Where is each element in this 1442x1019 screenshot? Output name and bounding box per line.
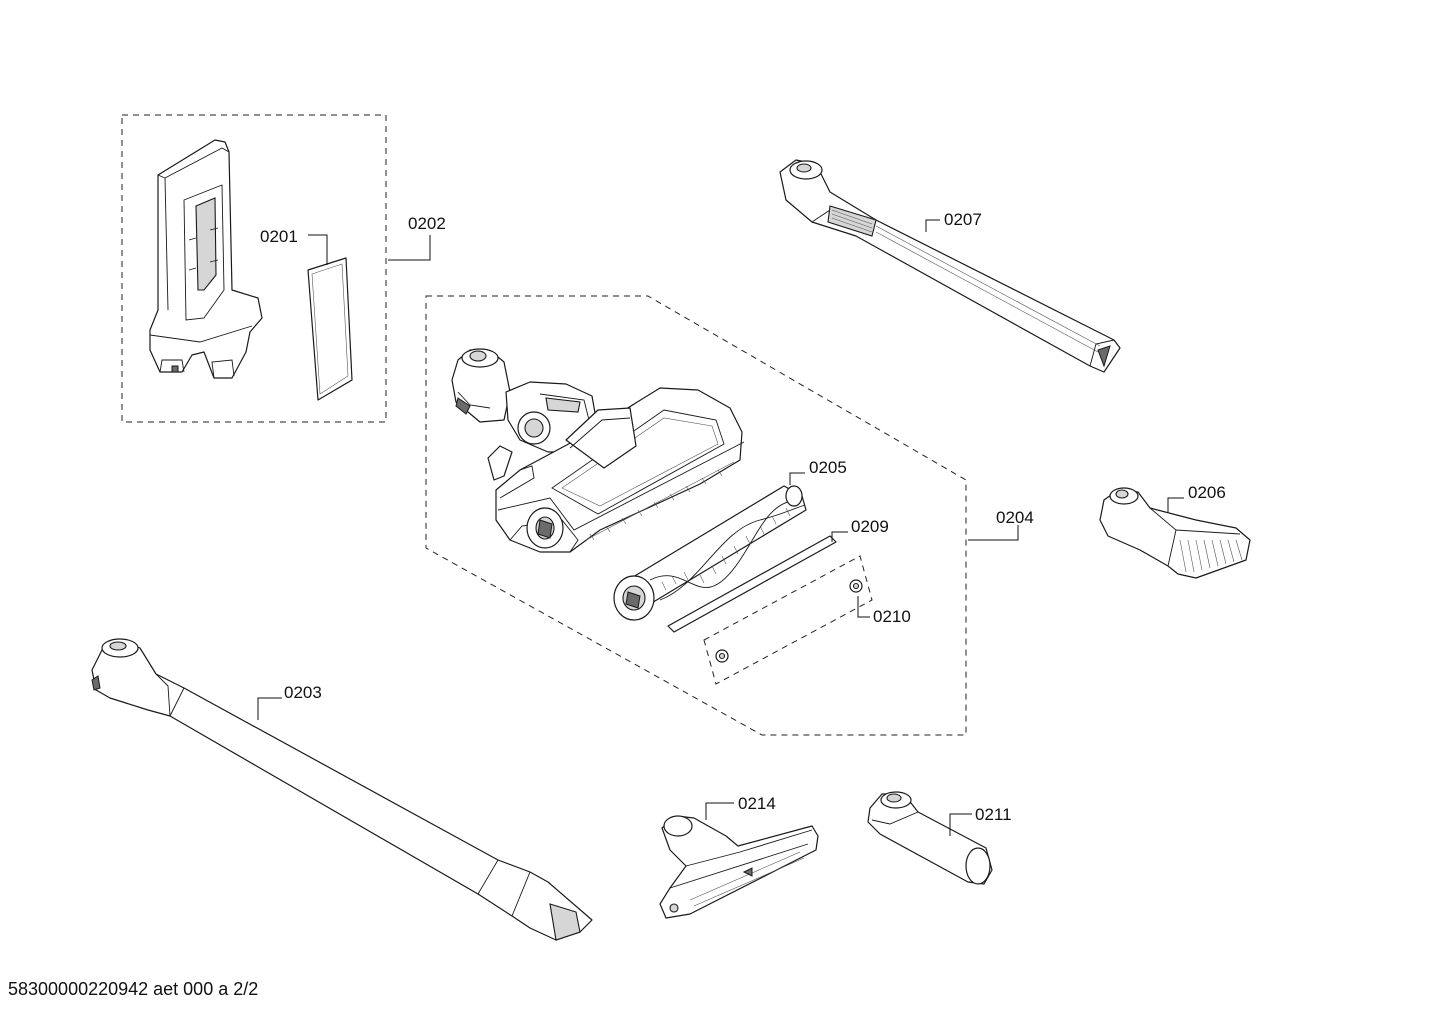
label-0205: 0205 xyxy=(809,458,847,477)
leader-0201 xyxy=(308,234,328,265)
label-0214: 0214 xyxy=(738,794,776,813)
part-seal-strip[interactable] xyxy=(667,535,837,633)
leader-0214 xyxy=(705,802,734,820)
label-0203: 0203 xyxy=(284,683,322,702)
part-wall-holder[interactable] xyxy=(149,139,263,379)
label-0202: 0202 xyxy=(408,214,446,233)
part-turbo-nozzle[interactable] xyxy=(451,348,745,553)
leader-0209 xyxy=(831,531,848,542)
label-0210: 0210 xyxy=(873,607,911,626)
part-upholstery-nozzle[interactable] xyxy=(659,815,819,919)
group-box-0210 xyxy=(703,555,873,685)
leader-0204 xyxy=(968,525,1019,541)
leader-0205 xyxy=(789,472,805,485)
part-crevice-tube[interactable] xyxy=(779,159,1121,373)
leader-0210 xyxy=(857,596,870,618)
part-clip-left[interactable] xyxy=(715,649,729,663)
leader-0211 xyxy=(949,813,972,836)
label-0209: 0209 xyxy=(851,517,889,536)
part-adapter-tube[interactable] xyxy=(867,791,993,885)
leader-0202 xyxy=(388,235,431,261)
label-0204: 0204 xyxy=(996,508,1034,527)
leader-0207 xyxy=(925,219,940,232)
part-insert-strip[interactable] xyxy=(307,257,353,401)
leader-0203 xyxy=(257,697,282,720)
document-footer-code: 58300000220942 aet 000 a 2/2 xyxy=(8,979,259,999)
part-dusting-brush[interactable] xyxy=(1099,487,1251,579)
label-0207: 0207 xyxy=(944,210,982,229)
group-box-0202 xyxy=(121,114,387,423)
part-clip-right[interactable] xyxy=(849,579,863,593)
group-box-0204 xyxy=(425,295,967,736)
part-extension-tube[interactable] xyxy=(91,638,593,941)
leader-0206 xyxy=(1167,497,1184,512)
label-0206: 0206 xyxy=(1188,483,1226,502)
part-brush-roll[interactable] xyxy=(613,485,807,621)
label-0211: 0211 xyxy=(975,805,1012,824)
label-0201: 0201 xyxy=(260,227,298,246)
